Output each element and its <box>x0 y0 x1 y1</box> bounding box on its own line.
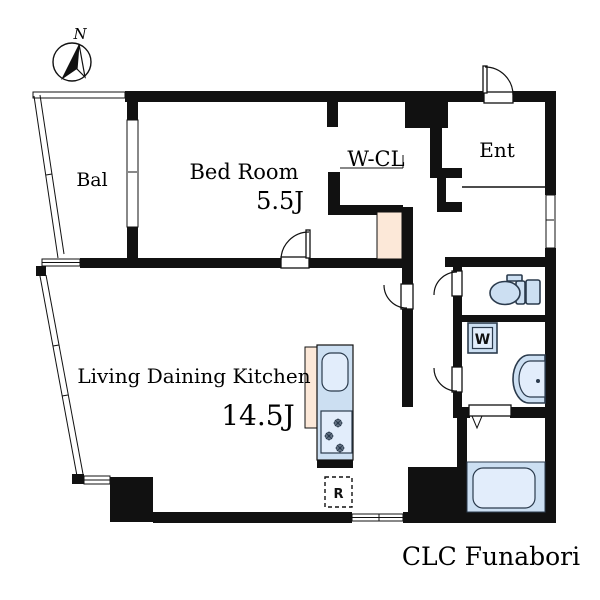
kitchen-counter <box>304 344 354 461</box>
stove-icon <box>320 410 353 454</box>
entrance-label: Ent <box>479 138 515 162</box>
north-label: N <box>72 25 87 43</box>
windows <box>32 91 556 522</box>
refrigerator-label: R <box>333 487 343 502</box>
compass-circle <box>52 42 92 82</box>
bathtub-icon <box>466 461 546 513</box>
ldk-hall-door <box>383 283 414 310</box>
building-title: CLC Funabori <box>402 542 580 571</box>
room-labels: Bal Bed Room 5.5J W-CL Ent Living Dainin… <box>76 138 514 432</box>
bedroom-door <box>280 229 311 269</box>
entrance-side-window <box>545 194 556 249</box>
balcony-label: Bal <box>76 169 107 191</box>
balcony-slant-window <box>33 94 65 259</box>
wcl-label: W-CL <box>347 147 404 171</box>
compass: N <box>52 25 92 82</box>
sliding-door-panel <box>376 211 403 260</box>
bathroom-folding-door <box>468 404 512 430</box>
entrance-door <box>482 65 514 104</box>
north-needle-light <box>76 43 86 79</box>
fixtures: W <box>304 274 546 513</box>
bedroom-size: 5.5J <box>256 187 304 215</box>
ldk-slant-window <box>39 274 84 477</box>
walls <box>36 91 556 523</box>
washing-machine-icon: W <box>467 322 498 354</box>
refrigerator-space: R <box>324 476 353 508</box>
ldk-label: Living Daining Kitchen <box>77 364 310 388</box>
bedroom-label: Bed Room <box>190 160 299 184</box>
washbasin-icon <box>512 354 546 404</box>
kitchen-sink <box>321 352 349 392</box>
washer-label: W <box>475 332 490 348</box>
washroom-door <box>433 366 463 393</box>
ldk-size: 14.5J <box>221 399 295 432</box>
thin-lines <box>340 155 545 188</box>
north-needle-dark <box>61 44 79 80</box>
doors <box>280 65 514 430</box>
balcony-top-window <box>32 91 126 99</box>
bedroom-balcony-window <box>126 119 139 228</box>
toilet-door <box>433 270 463 297</box>
toilet-icon <box>489 274 541 306</box>
